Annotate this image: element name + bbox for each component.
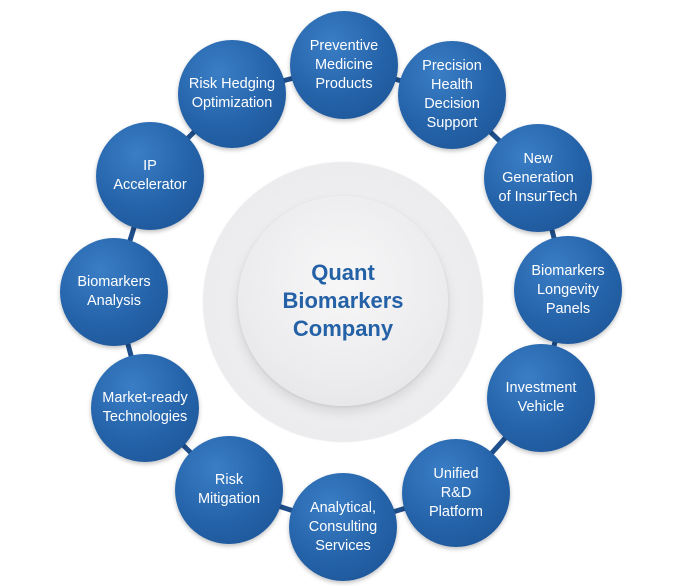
node-preventive-medicine-products: Preventive Medicine Products bbox=[290, 11, 398, 119]
node-label: IP Accelerator bbox=[113, 158, 187, 193]
center-title: Quant Biomarkers Company bbox=[282, 260, 404, 341]
center-circle: Quant Biomarkers Company bbox=[238, 196, 448, 406]
node-risk-mitigation: Risk Mitigation bbox=[175, 436, 283, 544]
node-new-generation-insurtech: New Generation of InsurTech bbox=[484, 124, 592, 232]
node-risk-hedging-optimization: Risk Hedging Optimization bbox=[178, 40, 286, 148]
node-market-ready-technologies: Market-ready Technologies bbox=[91, 354, 199, 462]
node-label: Unified R&D Platform bbox=[429, 465, 483, 520]
node-label: Analytical, Consulting Services bbox=[308, 499, 378, 554]
node-label: Risk Mitigation bbox=[197, 472, 261, 507]
node-investment-vehicle: Investment Vehicle bbox=[487, 344, 595, 452]
node-precision-health-decision-support: Precision Health Decision Support bbox=[398, 41, 506, 149]
node-label: Preventive Medicine Products bbox=[309, 37, 379, 92]
node-unified-rd-platform: Unified R&D Platform bbox=[402, 439, 510, 547]
node-label: Biomarkers Analysis bbox=[77, 274, 151, 309]
node-biomarkers-longevity-panels: Biomarkers Longevity Panels bbox=[514, 236, 622, 344]
node-label: Market-ready Technologies bbox=[102, 390, 188, 425]
node-biomarkers-analysis: Biomarkers Analysis bbox=[60, 238, 168, 346]
node-analytical-consulting-services: Analytical, Consulting Services bbox=[289, 473, 397, 581]
node-label: Precision Health Decision Support bbox=[422, 58, 482, 131]
node-ip-accelerator: IP Accelerator bbox=[96, 122, 204, 230]
node-label: Biomarkers Longevity Panels bbox=[531, 262, 605, 317]
node-label: New Generation of InsurTech bbox=[498, 150, 578, 205]
node-label: Investment Vehicle bbox=[505, 380, 577, 415]
node-label: Risk Hedging Optimization bbox=[188, 76, 276, 111]
